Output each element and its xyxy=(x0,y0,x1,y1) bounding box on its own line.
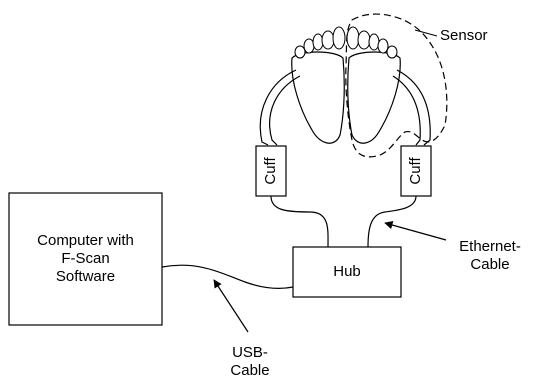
usb-label-line1: USB- xyxy=(232,344,268,361)
computer-label-line3: Software xyxy=(55,268,116,285)
right-cuff-label: Cuff xyxy=(407,157,424,185)
hub-label: Hub xyxy=(333,263,361,280)
usb-cable xyxy=(161,264,294,289)
computer-label-line1: Computer with xyxy=(37,232,134,249)
sensor-outline xyxy=(345,13,448,158)
ethernet-label-line2: Cable xyxy=(470,256,510,273)
left-sensor-lead xyxy=(259,69,297,146)
sensor-label: Sensor xyxy=(440,27,488,44)
computer-label: Computer with F-Scan Software xyxy=(9,232,162,286)
ethernet-arrow xyxy=(384,220,447,241)
usb-label-line2: Cable xyxy=(230,362,270,379)
left-foot xyxy=(291,26,346,144)
left-cuff-box xyxy=(255,145,287,197)
usb-cable-label: USB- Cable xyxy=(220,344,280,380)
usb-arrow xyxy=(213,279,249,333)
computer-label-line2: F-Scan xyxy=(61,250,110,267)
sensor-leader xyxy=(414,29,438,37)
right-foot xyxy=(346,26,401,144)
left-cuff-to-hub-cable xyxy=(270,195,329,248)
right-cuff-to-hub-cable xyxy=(367,195,417,248)
left-cuff-label: Cuff xyxy=(262,157,279,185)
ethernet-cable-label: Ethernet- Cable xyxy=(440,238,540,274)
hub-box xyxy=(292,246,402,298)
right-sensor-lead xyxy=(396,69,431,146)
computer-box xyxy=(8,192,163,326)
ethernet-label-line1: Ethernet- xyxy=(459,238,521,255)
